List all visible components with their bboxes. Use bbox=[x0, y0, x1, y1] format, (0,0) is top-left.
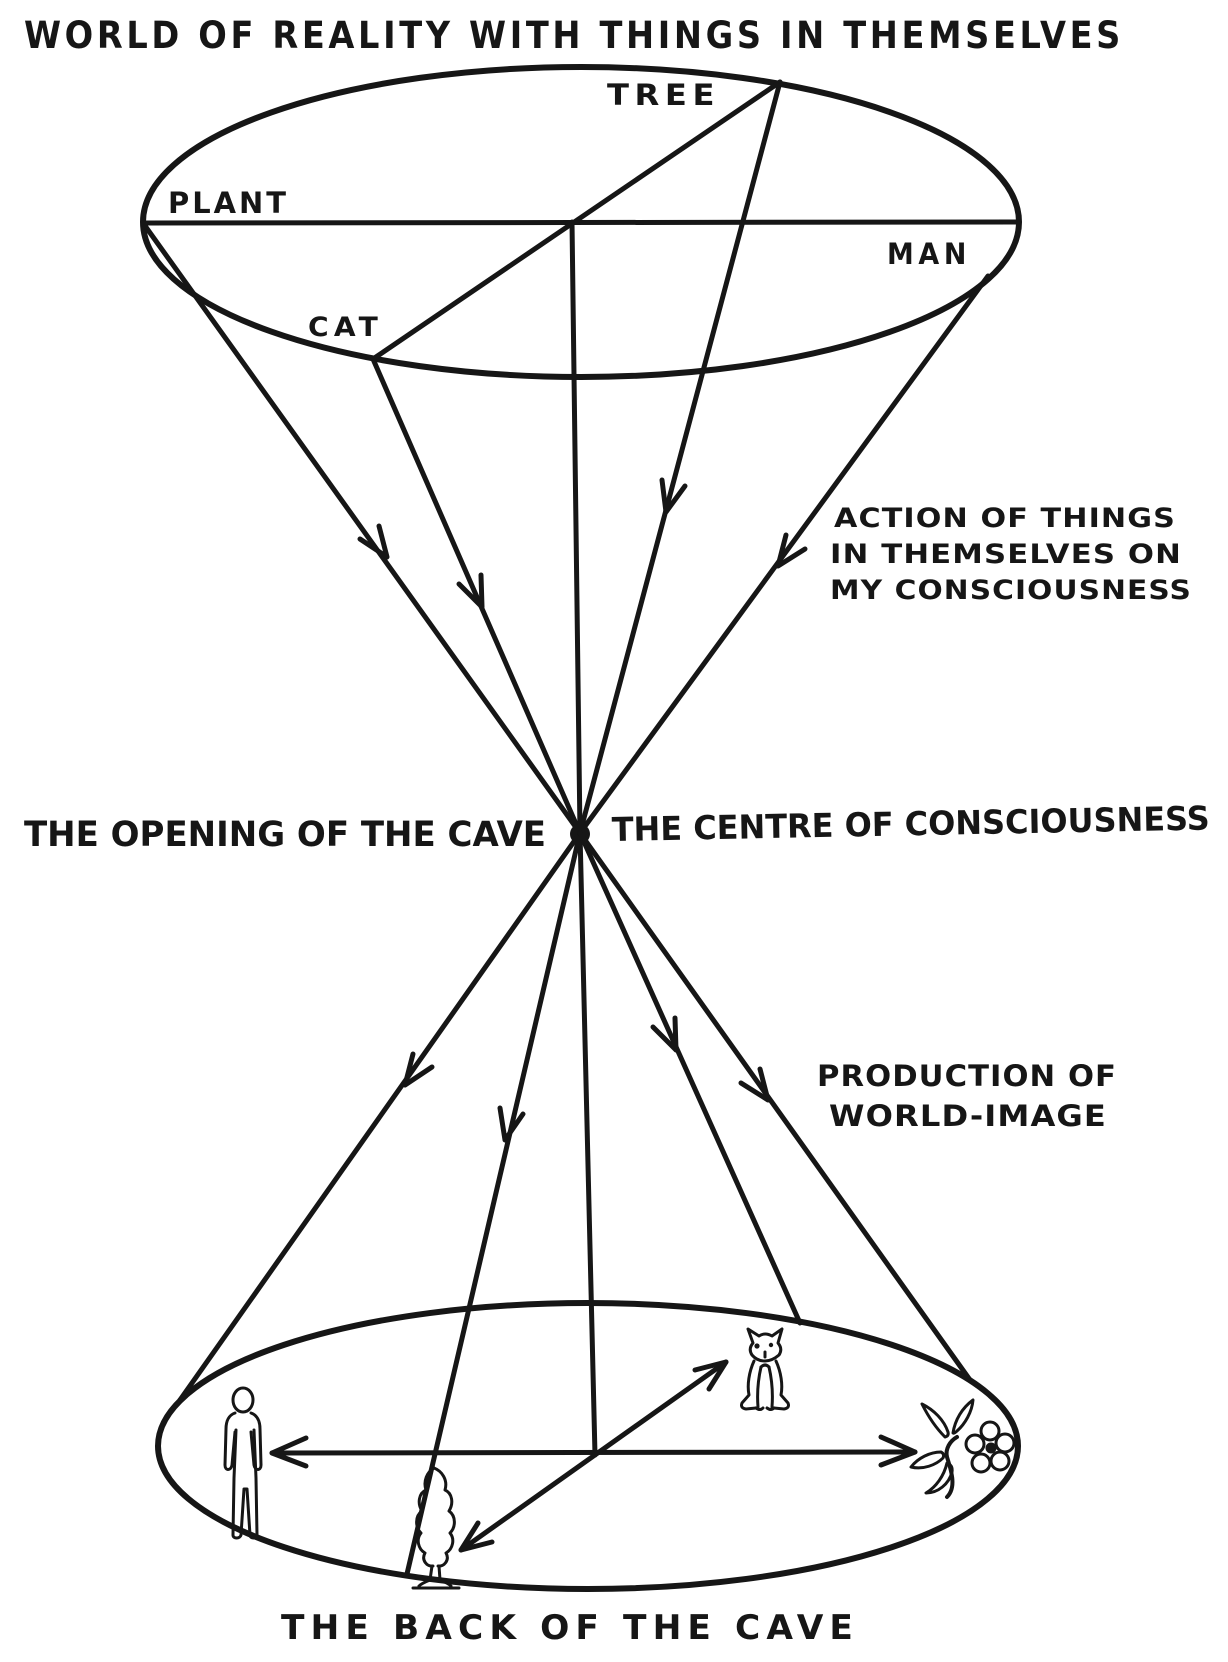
man-figure-icon bbox=[223, 1386, 263, 1540]
arrowhead-cat-ray bbox=[456, 572, 485, 610]
centre-of-consciousness: THE OPENING OF THE CAVE THE CENTRE OF CO… bbox=[24, 799, 1210, 855]
arrowhead-to-tree-figure bbox=[458, 1520, 495, 1553]
man-label: MAN bbox=[887, 237, 971, 271]
arrowhead-tree-image-ray bbox=[497, 1105, 526, 1143]
centre-label: THE CENTRE OF CONSCIOUSNESS bbox=[611, 799, 1210, 849]
ray-plant bbox=[140, 220, 583, 836]
ray-to-flower-image bbox=[577, 830, 973, 1383]
arrowhead-to-flower-figure bbox=[878, 1434, 918, 1468]
image-arrow-diagonal bbox=[458, 1359, 729, 1553]
cat-label: CAT bbox=[308, 312, 383, 343]
plant-label: PLANT bbox=[168, 186, 289, 220]
ray-cat bbox=[370, 356, 583, 836]
arrowhead-tree-ray bbox=[659, 477, 688, 515]
back-of-cave: THE BACK OF THE CAVE bbox=[155, 1300, 1021, 1648]
back-of-cave-label: THE BACK OF THE CAVE bbox=[281, 1608, 859, 1648]
ray-vertical-lower bbox=[577, 830, 598, 1458]
action-annotation-line3: MY CONSCIOUSNESS bbox=[830, 575, 1192, 606]
action-annotation: ACTION OF THINGS IN THEMSELVES ON MY CON… bbox=[830, 503, 1192, 606]
arrowhead-flower-image-ray bbox=[738, 1066, 771, 1103]
arrowhead-plant-ray bbox=[357, 523, 390, 560]
production-annotation-line2: WORLD-IMAGE bbox=[829, 1099, 1107, 1133]
action-annotation-line2: IN THEMSELVES ON bbox=[830, 539, 1182, 570]
chord-horizontal bbox=[140, 219, 1022, 226]
ray-to-cat-image bbox=[577, 830, 803, 1326]
image-arrow-horizontal-shaft bbox=[269, 1449, 918, 1456]
ray-to-tree-image bbox=[404, 830, 583, 1577]
arrowhead-to-man-figure bbox=[269, 1435, 309, 1469]
ray-man bbox=[577, 273, 991, 836]
world-of-reality: TREE PLANT MAN CAT bbox=[140, 64, 1022, 380]
ray-tree bbox=[577, 79, 783, 836]
arrowhead-man-ray bbox=[775, 532, 808, 569]
arrowhead-to-cat-figure bbox=[692, 1359, 729, 1392]
flower-figure-icon bbox=[909, 1398, 1016, 1499]
cave-wall-ellipse bbox=[155, 1300, 1021, 1592]
production-annotation: PRODUCTION OF WORLD-IMAGE bbox=[817, 1059, 1117, 1133]
chord-tree-cat bbox=[370, 79, 783, 362]
tree-figure-icon bbox=[411, 1466, 461, 1590]
image-arrow-diagonal-shaft bbox=[458, 1359, 729, 1553]
cat-figure-icon bbox=[740, 1327, 790, 1411]
arrowhead-cat-image-ray bbox=[650, 1015, 679, 1053]
upper-cone-rays bbox=[140, 79, 991, 836]
page-title: WORLD OF REALITY WITH THINGS IN THEMSELV… bbox=[24, 14, 1124, 57]
ray-vertical-upper bbox=[569, 219, 583, 836]
production-annotation-line1: PRODUCTION OF bbox=[817, 1059, 1117, 1093]
tree-label: TREE bbox=[607, 78, 720, 112]
action-annotation-line1: ACTION OF THINGS bbox=[834, 503, 1176, 534]
ray-to-man-image bbox=[177, 830, 583, 1403]
cave-opening-label: THE OPENING OF THE CAVE bbox=[24, 815, 546, 855]
image-arrow-horizontal bbox=[269, 1434, 918, 1469]
arrowhead-man-image-ray bbox=[402, 1051, 435, 1088]
